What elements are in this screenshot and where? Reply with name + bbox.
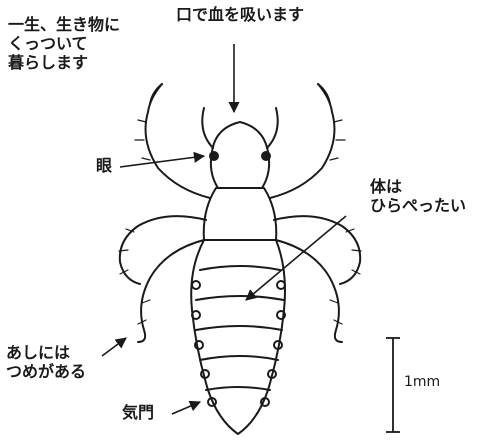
spiracle-arrow (172, 402, 200, 414)
right-eye (262, 152, 270, 160)
left-front-leg (146, 84, 210, 198)
right-middle-leg (274, 216, 360, 284)
left-antenna (202, 108, 213, 148)
left-eye (210, 152, 218, 160)
mouth-label: 口で血を吸います (176, 6, 304, 25)
body-arrow (246, 216, 346, 300)
right-front-leg (270, 84, 334, 198)
spiracle-label: 気門 (122, 404, 154, 423)
habitat-label: 一生、生き物に くっついて 暮らします (8, 16, 120, 73)
scale-label: 1mm (404, 374, 440, 391)
eye-label: 眼 (96, 157, 112, 176)
right-antenna (267, 108, 278, 148)
louse-head (211, 122, 269, 188)
eye-arrow (120, 156, 204, 167)
body-label: 体は ひらぺったい (370, 178, 466, 216)
annotation-arrows (102, 44, 346, 414)
spiracle-left-1 (192, 281, 200, 289)
louse-illustration (119, 84, 361, 434)
spiracle-right-1 (277, 281, 285, 289)
legs-label: あしには つめがある (6, 344, 86, 382)
louse-thorax (204, 188, 277, 240)
legs-arrow (102, 338, 126, 356)
scale-bar (386, 338, 400, 432)
